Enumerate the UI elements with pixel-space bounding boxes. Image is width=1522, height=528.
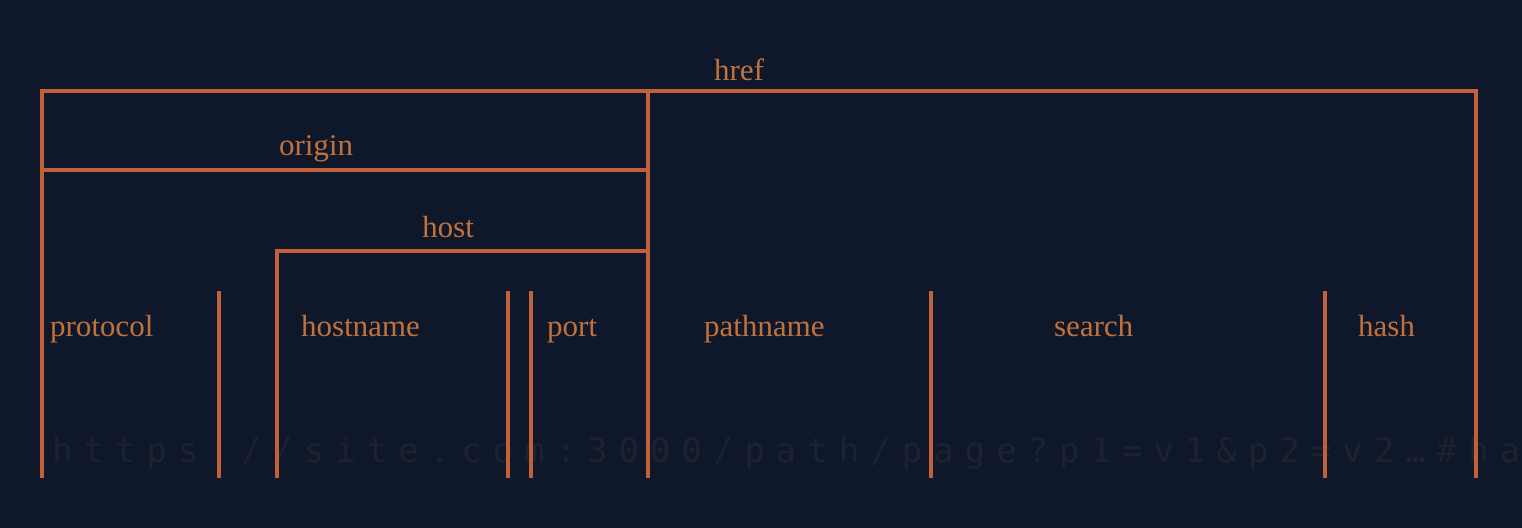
hash-label: hash	[1358, 308, 1415, 343]
origin-label: origin	[279, 127, 354, 162]
href-label: href	[714, 52, 765, 87]
search-label: search	[1054, 308, 1134, 343]
host-label: host	[422, 209, 474, 244]
url-text: https://site.com:3000/path/page?p1=v1&p2…	[52, 431, 1522, 471]
href-bracket	[40, 89, 1478, 478]
hostname-label: hostname	[301, 308, 420, 343]
port-label: port	[547, 308, 597, 343]
host-bracket	[275, 249, 646, 478]
pathname-label: pathname	[704, 308, 825, 343]
protocol-label: protocol	[50, 308, 153, 343]
